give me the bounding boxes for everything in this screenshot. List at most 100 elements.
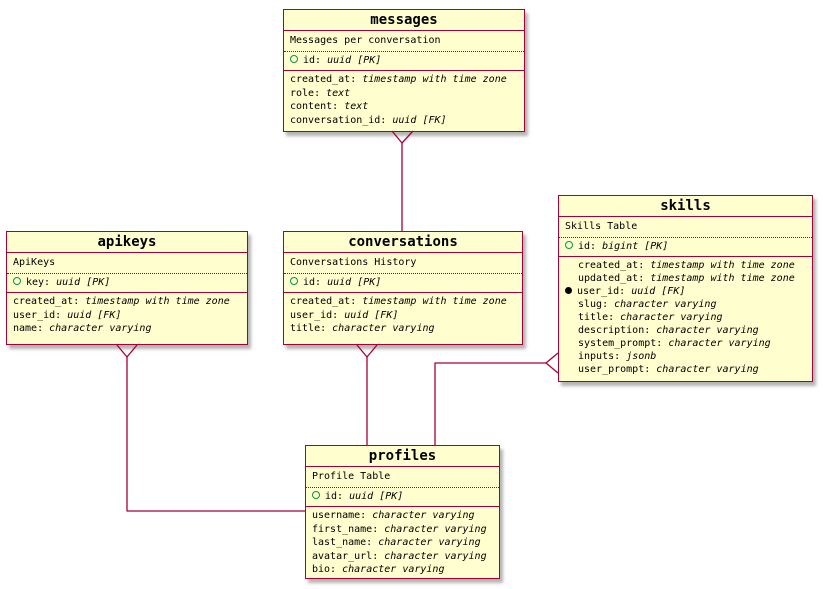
table-description: ApiKeys bbox=[7, 253, 247, 274]
field-type: timestamp with time zone bbox=[650, 260, 795, 271]
table-description: Conversations History bbox=[284, 253, 522, 274]
field-name: title: bbox=[578, 312, 621, 323]
field-name: system_prompt: bbox=[578, 338, 669, 349]
field-name: name: bbox=[13, 323, 50, 334]
primary-key-icon bbox=[312, 491, 320, 499]
field-type: character varying bbox=[342, 564, 445, 575]
field-row: created_at: timestamp with time zone bbox=[565, 259, 806, 272]
table-description: Messages per conversation bbox=[284, 31, 524, 52]
primary-key-icon bbox=[13, 277, 21, 285]
field-type: character varying bbox=[378, 537, 481, 548]
field-row: role: text bbox=[290, 87, 518, 101]
field-type: uuid [FK] bbox=[67, 309, 122, 321]
table-key-section: id: bigint [PK] bbox=[559, 238, 812, 257]
field-name: user_id: bbox=[577, 286, 632, 297]
field-name: created_at: bbox=[13, 296, 86, 307]
table-description: Profile Table bbox=[306, 467, 499, 488]
crow-foot-icon bbox=[116, 344, 138, 358]
table-key-section: id: uuid [PK] bbox=[284, 274, 522, 293]
field-type: timestamp with time zone bbox=[650, 273, 795, 284]
field-name: id: bbox=[303, 277, 328, 288]
field-name: bio: bbox=[312, 564, 343, 575]
field-type: uuid [FK] bbox=[392, 114, 447, 126]
field-type: uuid [PK] bbox=[349, 491, 404, 502]
relationship-skills-profiles bbox=[434, 352, 559, 446]
field-row: system_prompt: character varying bbox=[565, 337, 806, 350]
field-name: conversation_id: bbox=[290, 114, 393, 126]
primary-key-icon bbox=[290, 55, 298, 63]
field-name: content: bbox=[290, 101, 345, 112]
field-row: key: uuid [PK] bbox=[13, 276, 241, 290]
field-type: uuid [FK] bbox=[344, 309, 399, 321]
field-name: user_id: bbox=[13, 309, 68, 321]
field-name: slug: bbox=[578, 299, 615, 310]
field-row: first_name: character varying bbox=[312, 523, 493, 537]
field-type: jsonb bbox=[626, 351, 657, 362]
field-row: created_at: timestamp with time zone bbox=[290, 73, 518, 87]
field-row: title: character varying bbox=[290, 322, 516, 336]
indent-spacer bbox=[565, 365, 573, 372]
field-row: id: uuid [PK] bbox=[290, 54, 518, 68]
field-row: content: text bbox=[290, 100, 518, 114]
field-row: id: bigint [PK] bbox=[565, 240, 806, 254]
field-type: character varying bbox=[49, 323, 152, 334]
field-name: created_at: bbox=[290, 74, 363, 85]
field-type: character varying bbox=[384, 523, 487, 535]
field-row: created_at: timestamp with time zone bbox=[290, 295, 516, 309]
indent-spacer bbox=[565, 326, 573, 333]
field-row: user_id: uuid [FK] bbox=[13, 309, 241, 323]
indent-spacer bbox=[565, 339, 573, 346]
field-row: id: uuid [PK] bbox=[290, 276, 516, 290]
table-profiles: profiles Profile Table id: uuid [PK] use… bbox=[305, 445, 500, 579]
field-type: timestamp with time zone bbox=[362, 74, 507, 85]
field-name: created_at: bbox=[578, 260, 651, 271]
table-messages: messages Messages per conversation id: u… bbox=[283, 9, 525, 132]
field-name: key: bbox=[26, 277, 57, 288]
field-row: avatar_url: character varying bbox=[312, 550, 493, 564]
field-row: user_id: uuid [FK] bbox=[290, 309, 516, 323]
field-row: bio: character varying bbox=[312, 563, 493, 577]
table-key-section: id: uuid [PK] bbox=[306, 488, 499, 507]
field-type: character varying bbox=[614, 299, 717, 310]
relationship-line bbox=[126, 357, 306, 512]
field-type: character varying bbox=[384, 550, 487, 562]
foreign-key-bullet-icon bbox=[565, 287, 572, 294]
table-description: Skills Table bbox=[559, 217, 812, 238]
field-name: description: bbox=[578, 325, 657, 336]
field-row: inputs: jsonb bbox=[565, 350, 806, 363]
table-key-section: id: uuid [PK] bbox=[284, 52, 524, 71]
field-name: first_name: bbox=[312, 523, 385, 535]
indent-spacer bbox=[565, 261, 573, 268]
field-row: created_at: timestamp with time zone bbox=[13, 295, 241, 309]
field-row: id: uuid [PK] bbox=[312, 490, 493, 504]
field-row: title: character varying bbox=[565, 311, 806, 324]
table-title: conversations bbox=[284, 232, 522, 253]
indent-spacer bbox=[565, 352, 573, 359]
relationship-conversations-profiles bbox=[356, 344, 378, 446]
field-type: character varying bbox=[656, 364, 759, 375]
primary-key-icon bbox=[565, 241, 573, 249]
field-name: id: bbox=[325, 491, 350, 502]
field-name: id: bbox=[578, 241, 603, 252]
field-type: bigint [PK] bbox=[602, 241, 669, 252]
field-name: user_prompt: bbox=[578, 364, 657, 375]
crow-foot-icon bbox=[391, 130, 414, 144]
field-name: last_name: bbox=[312, 537, 379, 548]
field-type: timestamp with time zone bbox=[85, 296, 230, 307]
field-type: character varying bbox=[332, 323, 435, 334]
field-name: avatar_url: bbox=[312, 550, 385, 562]
field-name: updated_at: bbox=[578, 273, 651, 284]
indent-spacer bbox=[565, 300, 573, 307]
field-row: user_prompt: character varying bbox=[565, 363, 806, 376]
indent-spacer bbox=[565, 274, 573, 281]
field-name: created_at: bbox=[290, 296, 363, 307]
field-name: role: bbox=[290, 87, 327, 99]
crow-foot-icon bbox=[545, 352, 559, 374]
field-name: user_id: bbox=[290, 309, 345, 321]
field-type: uuid [PK] bbox=[56, 277, 111, 288]
